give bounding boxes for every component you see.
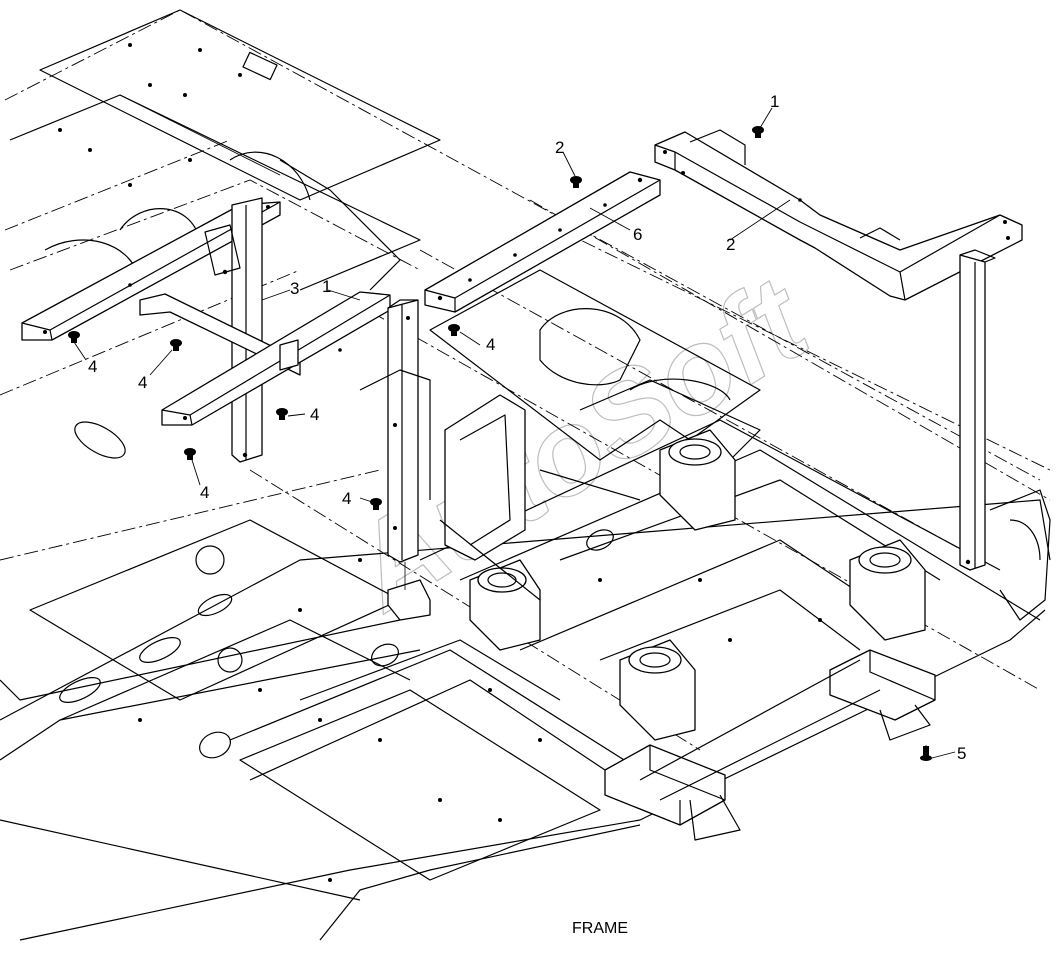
callout-4: 4: [342, 489, 351, 508]
callout-6: 6: [633, 225, 642, 244]
mounting-pad: [469, 559, 541, 651]
callout-4: 4: [486, 335, 495, 354]
front-cross-member: [604, 649, 936, 841]
bolt-icon: [570, 176, 582, 188]
bolt-icon: [448, 324, 460, 336]
rear-end-cap: [989, 489, 1051, 621]
callout-4: 4: [200, 483, 209, 502]
callout-4: 2: [555, 138, 564, 157]
part-5-bolt: [920, 745, 932, 761]
callout-5: 5: [957, 744, 966, 763]
callout-2: 2: [726, 235, 735, 254]
mounting-pad: [849, 539, 926, 641]
callout-leaders: [73, 107, 956, 759]
callout-3: 3: [290, 279, 299, 298]
bolt-icon: [170, 339, 182, 351]
callouts: 1 2 6 2 3 1 4 4 4 4 4 4 5: [88, 92, 966, 763]
mounting-pads: [469, 429, 926, 741]
diagram-caption: FRAME: [572, 920, 628, 937]
upper-deck-plate: [9, 9, 441, 291]
mounting-pad: [659, 429, 736, 531]
mounting-pad: [619, 639, 696, 741]
bolt-icon: [752, 126, 764, 138]
part-1-stand: [161, 291, 431, 621]
part-3-stand: [21, 197, 301, 463]
bolt-icon: [370, 498, 382, 510]
callout-4: 4: [310, 405, 319, 424]
bolt-icon: [276, 408, 288, 420]
part-6-beam: [424, 171, 661, 313]
central-support-frame: [359, 369, 641, 601]
part-4-bolts: [68, 126, 764, 510]
bolt-icon: [184, 448, 196, 460]
callout-1: 1: [322, 277, 331, 296]
bolt-icon: [68, 331, 80, 343]
part-2-bracket: [654, 129, 1023, 571]
callout-4: 4: [88, 357, 97, 376]
callout-4: 1: [770, 92, 779, 111]
callout-4: 4: [138, 373, 147, 392]
